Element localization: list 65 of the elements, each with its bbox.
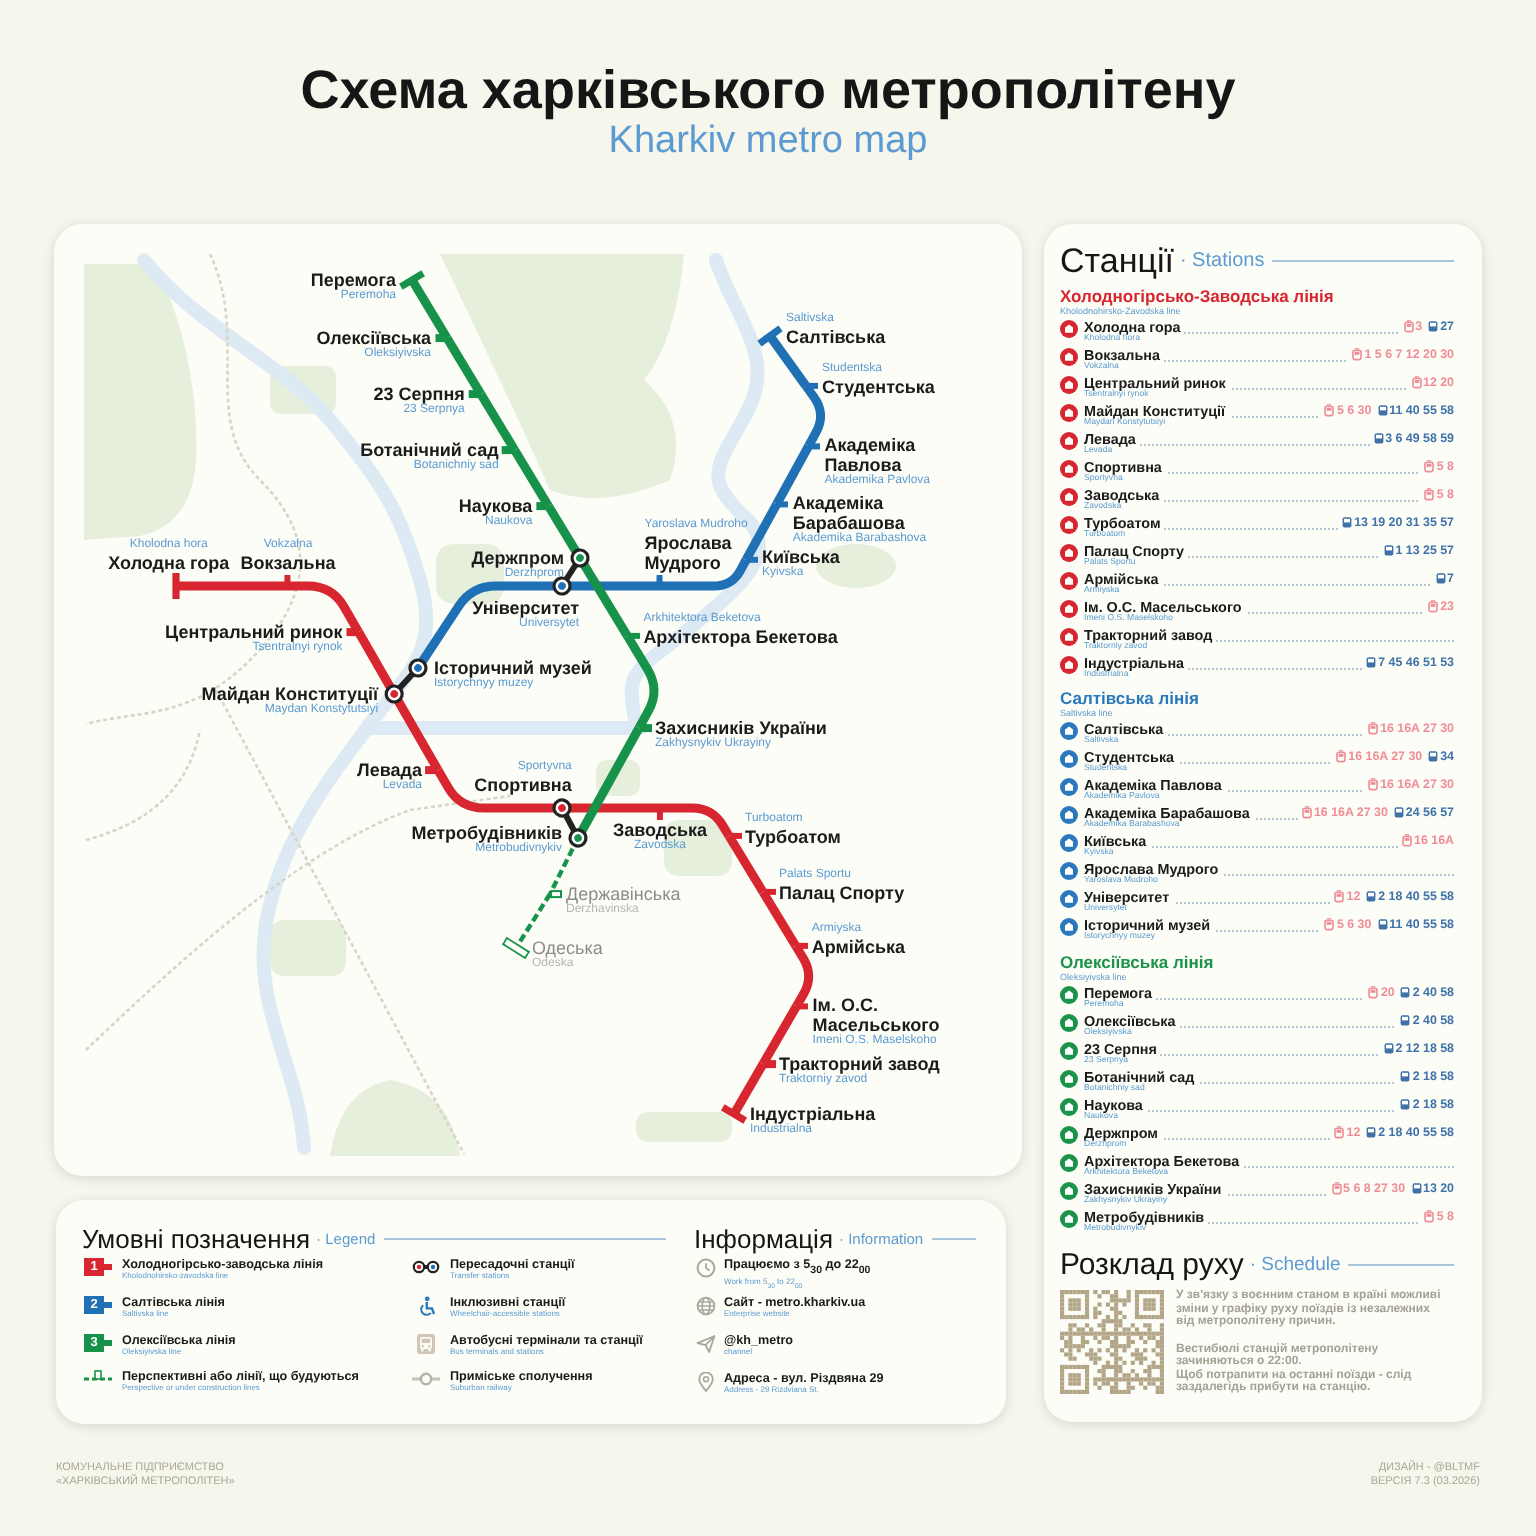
station-name: Індустріальна	[750, 1104, 876, 1125]
transfer-link	[384, 658, 428, 704]
station-name: Університет	[472, 598, 580, 618]
station-name: Наукова	[458, 496, 533, 517]
metro-line	[742, 501, 781, 563]
metro-line	[172, 573, 288, 599]
station-name: Палац Спорту	[779, 881, 905, 902]
section-heading: Станції	[1060, 242, 1174, 280]
metro-line	[759, 1003, 801, 1067]
line-heading: Холодногірсько-Заводська лінія	[1060, 287, 1334, 305]
station-name: Майдан Конституції	[201, 684, 379, 705]
station-name: Одеська	[532, 938, 603, 959]
station-name: Заводська	[612, 820, 708, 840]
station-name: 23 Серпня	[373, 384, 465, 405]
metro-line	[399, 270, 451, 341]
line-heading: Салтівська лінія	[1060, 689, 1199, 707]
station-name: Академіка Павлова	[824, 435, 916, 476]
metro-line	[476, 391, 519, 453]
station-name: Турбоатом	[745, 825, 841, 846]
station-name: Вокзальна	[240, 552, 336, 572]
section-heading: Інформація	[694, 1224, 833, 1254]
planned-metro-line	[502, 892, 552, 959]
transfer-link	[552, 798, 588, 848]
metro-line	[443, 335, 485, 397]
metro-line	[759, 889, 800, 949]
station-name: Перемога	[310, 270, 396, 291]
metro-line	[720, 1061, 767, 1124]
station-name: Метробудівників	[411, 823, 562, 844]
station-name: Холодна гора	[108, 552, 230, 572]
station-name: Архітектора Бекетова	[643, 625, 838, 646]
station-name: Центральний ринок	[165, 622, 343, 643]
metro-line	[791, 943, 814, 1009]
metro-line	[772, 443, 813, 507]
metro-line	[725, 833, 767, 895]
metro-line	[660, 803, 733, 839]
station-name: Армійська	[811, 935, 906, 956]
metro-line	[757, 325, 810, 389]
section-subheading: · Schedule	[1249, 1253, 1341, 1277]
metro-line	[660, 557, 750, 591]
station-name: Левада	[357, 760, 422, 781]
section-heading: Розклад руху	[1060, 1248, 1244, 1282]
section-subheading: · Stations	[1179, 249, 1265, 273]
station-name: Державінська	[566, 884, 681, 905]
station-name: Олексіївська	[316, 328, 431, 349]
title: Схема харківського метрополітену	[300, 58, 1236, 122]
station-name: Салтівська	[786, 325, 886, 346]
station-name: Ім. О.С. Масельського	[812, 995, 940, 1036]
station-name: Академіка Барабашова	[792, 493, 905, 534]
line-heading: Олексіївська лінія	[1060, 953, 1214, 971]
subtitle: Kharkiv metro map	[608, 120, 928, 164]
metro-line	[288, 581, 363, 635]
station-name: Захисників України	[655, 718, 827, 739]
metro-line	[510, 447, 553, 509]
station-name: Студентська	[822, 375, 935, 396]
section-heading: Умовні позначення	[82, 1224, 311, 1254]
station-name: Держпром	[471, 548, 564, 569]
station-name: Київська	[762, 546, 840, 567]
metro-line	[623, 633, 659, 731]
station-name: Ярослава Мудрого	[644, 532, 734, 572]
station-name: Історичний музей	[434, 658, 592, 679]
transfer-link	[552, 548, 590, 596]
metro-line	[802, 383, 826, 449]
station-name: Тракторний завод	[779, 1054, 940, 1075]
station-name: Ботанічний сад	[360, 440, 499, 461]
station-name: Спортивна	[474, 774, 572, 794]
